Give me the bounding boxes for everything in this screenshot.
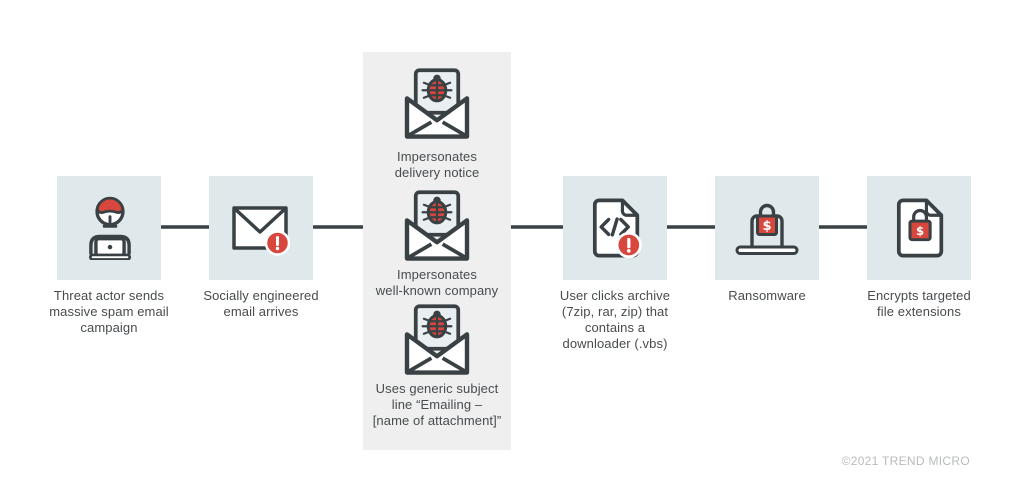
tactic-label-delivery-notice: Impersonates delivery notice: [394, 149, 480, 180]
step-label-ransomware: Ransomware: [728, 288, 806, 303]
file-lock-icon: $: [896, 198, 944, 258]
dollar-glyph: $: [916, 224, 924, 238]
bug-envelope-icon: [404, 68, 470, 139]
laptop-lock-icon: $: [735, 203, 799, 255]
step-label-email-arrives: Socially engineered email arrives: [203, 288, 319, 319]
tactic-label-well-known-company: Impersonates well-known company: [375, 267, 499, 298]
copyright-notice: ©2021 TREND MICRO: [841, 454, 970, 468]
alert-envelope-icon: [232, 206, 291, 256]
step-box-threat-actor: [57, 176, 161, 280]
code-file-alert-icon: [592, 198, 642, 259]
step-label-threat-actor: Threat actor sends massive spam email ca…: [49, 288, 169, 335]
bug-envelope-icon: [404, 304, 470, 375]
dollar-glyph: $: [762, 219, 771, 234]
threat-actor-icon: [88, 196, 132, 260]
tactic-label-generic-subject: Uses generic subject line “Emailing – [n…: [372, 381, 502, 428]
step-label-encrypts: Encrypts targeted file extensions: [867, 288, 971, 319]
bug-envelope-icon: [404, 190, 470, 261]
step-label-archive-click: User clicks archive (7zip, rar, zip) tha…: [559, 288, 671, 351]
